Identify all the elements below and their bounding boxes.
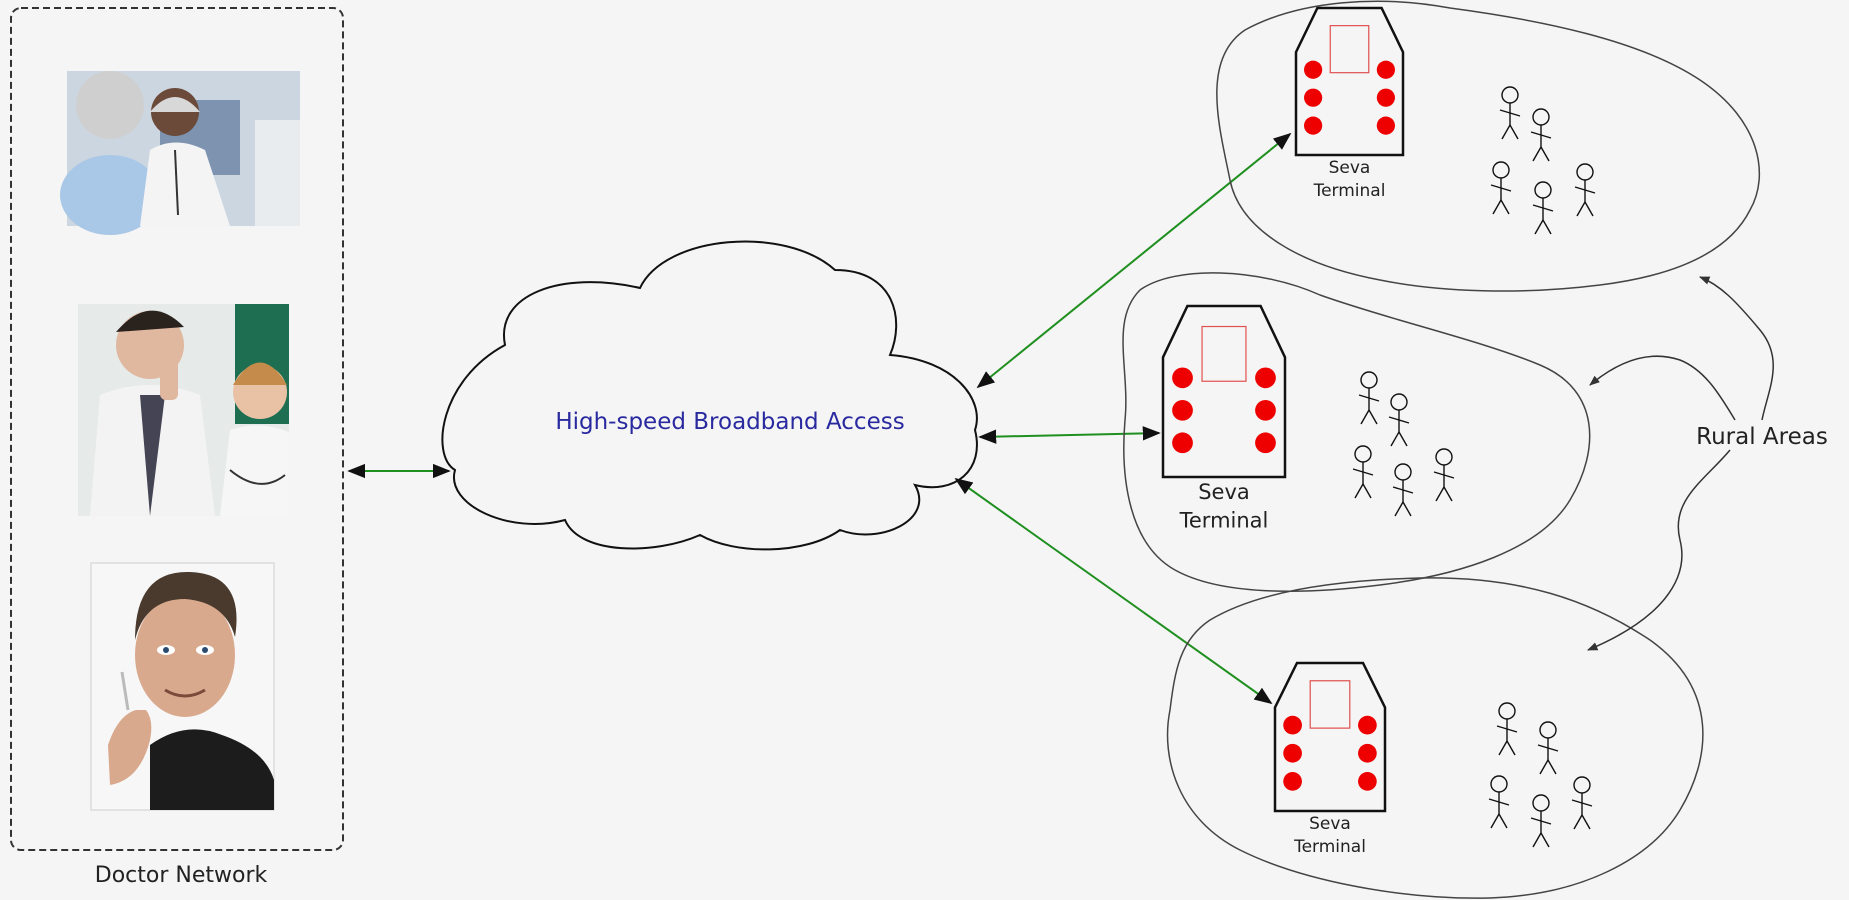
rural-areas-pointer-3 <box>1587 449 1731 651</box>
terminal-body <box>1273 661 1387 813</box>
terminal-label-line2: Terminal <box>1313 181 1386 201</box>
person-figure <box>1574 163 1596 217</box>
terminal-indicator-dot <box>1358 715 1377 735</box>
terminal-body <box>1161 304 1287 479</box>
cloud-terminal-3-link-arrow <box>954 477 1273 705</box>
person-figure <box>1488 775 1510 829</box>
doctor-network-boundary <box>10 7 344 851</box>
broadband-cloud: High-speed Broadband Access <box>441 240 978 551</box>
rural-areas-pointer-1 <box>1699 276 1774 421</box>
person-figure <box>1530 794 1552 848</box>
terminal-indicator-dot <box>1255 432 1276 454</box>
person-figure <box>1433 448 1455 502</box>
terminal-screen <box>1329 25 1370 74</box>
terminal-label-line2: Terminal <box>1179 508 1269 532</box>
cloud-terminal-1-link-arrow <box>976 132 1292 389</box>
doctors-consulting-photo <box>78 304 289 516</box>
doctor-with-elderly-patient-photo <box>60 71 300 235</box>
terminal-indicator-dot <box>1358 772 1377 791</box>
person-figure <box>1532 181 1554 235</box>
doctor-network: Doctor Network <box>10 7 344 888</box>
terminal-label-line1: Seva <box>1198 480 1250 504</box>
rural-area-boundary <box>1166 577 1704 899</box>
person-figure <box>1530 108 1552 162</box>
cloud-shape <box>441 240 978 551</box>
person-figure <box>1496 702 1518 756</box>
terminal-indicator-dot <box>1172 399 1193 421</box>
terminal-screen <box>1309 680 1351 729</box>
terminal-label-line1: Seva <box>1329 158 1371 178</box>
terminal-indicator-dot <box>1304 116 1323 135</box>
terminal-indicator-dot <box>1172 367 1193 389</box>
doctor-portrait-photo <box>90 562 275 811</box>
rural-area-2 <box>1122 272 1591 592</box>
terminal-indicator-dot <box>1283 715 1302 735</box>
rural-area-boundary <box>1216 0 1761 292</box>
terminal-indicator-dot <box>1255 399 1276 421</box>
terminal-body <box>1294 6 1405 157</box>
rural-area-boundary <box>1122 272 1591 592</box>
village-people <box>1352 86 1596 848</box>
rural-area-3 <box>1166 577 1704 899</box>
doctor-network-label: Doctor Network <box>95 863 268 888</box>
terminal-indicator-dot <box>1255 367 1276 389</box>
person-figure <box>1352 445 1374 499</box>
terminal-indicator-dot <box>1172 432 1193 454</box>
terminal-label-line2: Terminal <box>1293 837 1366 857</box>
terminal-indicator-dot <box>1376 88 1395 107</box>
terminal-indicator-dot <box>1304 88 1323 107</box>
person-figure <box>1537 721 1559 775</box>
rural-areas-annotation: Rural Areas <box>1587 276 1828 651</box>
person-figure <box>1388 393 1410 447</box>
terminal-indicator-dot <box>1358 743 1377 763</box>
terminal-screen <box>1201 325 1247 382</box>
cloud-terminal-2-link-arrow <box>978 426 1161 444</box>
terminal-indicator-dot <box>1304 60 1323 79</box>
rural-areas-pointer-2 <box>1589 355 1736 421</box>
terminal-indicator-dot <box>1283 743 1302 763</box>
person-figure <box>1571 776 1593 830</box>
terminal-label-line1: Seva <box>1309 814 1351 834</box>
terminal-indicator-dot <box>1376 116 1395 135</box>
rural-area-1 <box>1216 0 1761 292</box>
terminal-indicator-dot <box>1376 60 1395 79</box>
terminal-indicator-dot <box>1283 772 1302 791</box>
person-figure <box>1499 86 1521 140</box>
person-figure <box>1392 463 1414 517</box>
rural-areas-label: Rural Areas <box>1696 424 1828 450</box>
person-figure <box>1490 161 1512 215</box>
cloud-label: High-speed Broadband Access <box>555 409 904 435</box>
person-figure <box>1358 371 1380 425</box>
